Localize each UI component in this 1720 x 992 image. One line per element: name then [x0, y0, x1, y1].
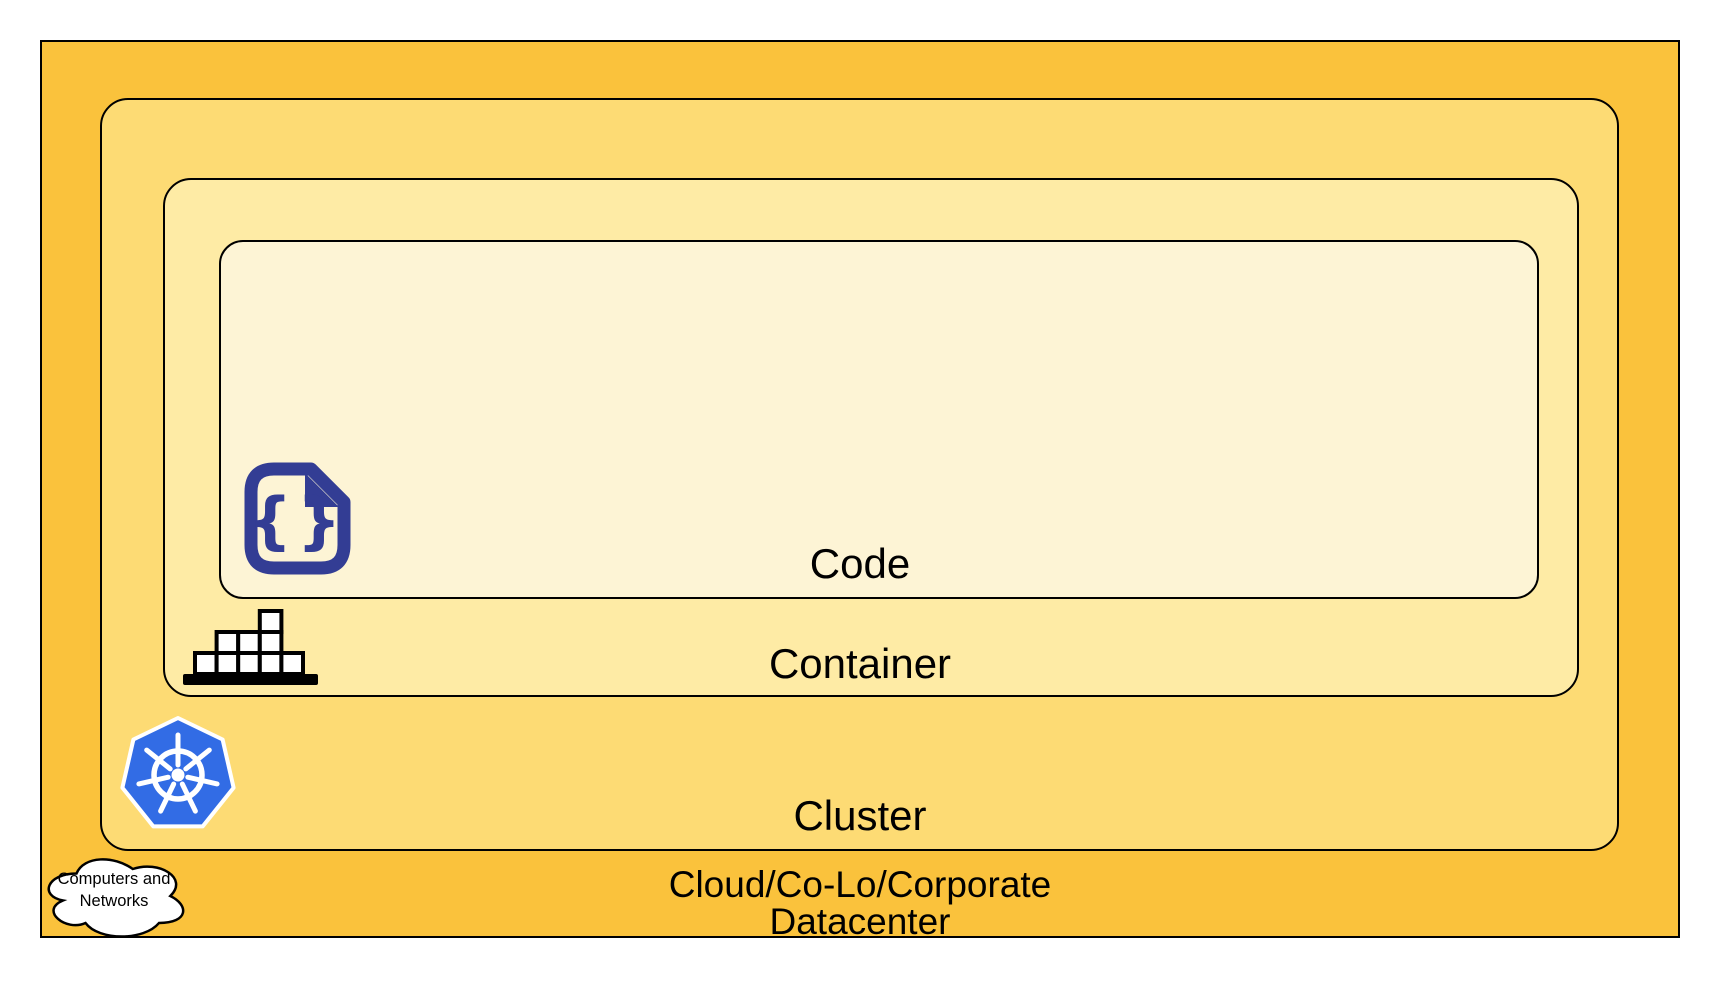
layer-label-container: Container	[768, 640, 952, 687]
layer-label-cluster: Cluster	[793, 792, 927, 839]
layer-box-code	[219, 240, 1539, 599]
svg-text:{}: {}	[248, 484, 346, 557]
layer-label-datacenter: Cloud/Co-Lo/Corporate Datacenter	[668, 864, 1052, 942]
computers-networks-cloud	[47, 858, 185, 938]
layer-label-code: Code	[809, 540, 911, 587]
cloud-callout-label: Computers and Networks	[57, 870, 171, 910]
kubernetes-icon	[120, 716, 236, 829]
container-blocks-icon	[183, 609, 318, 685]
code-file-icon: {}	[244, 462, 351, 575]
